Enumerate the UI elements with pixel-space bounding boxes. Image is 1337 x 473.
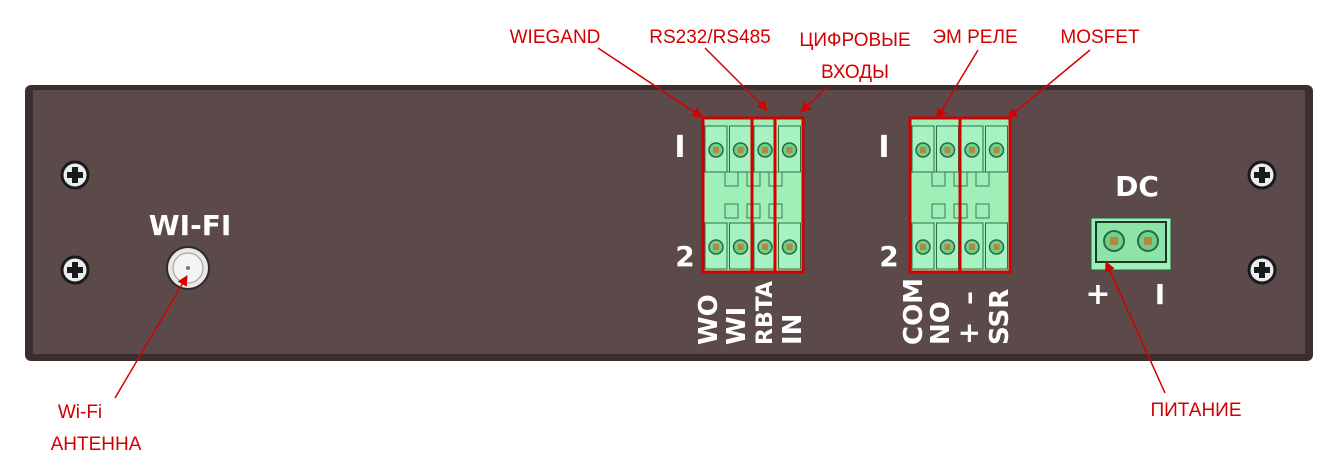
terminal-screw[interactable] — [936, 222, 959, 270]
label-no: NO — [926, 301, 956, 345]
label-wi: WI — [722, 307, 752, 345]
terminal-screw[interactable] — [960, 125, 984, 173]
terminal-screw[interactable] — [704, 222, 728, 270]
wiegand-arrow — [597, 47, 703, 118]
terminal-screw[interactable] — [753, 125, 777, 173]
callout-digital-2: ВХОДЫ — [821, 62, 889, 83]
callout-wifi-2: АНТЕННА — [51, 434, 142, 455]
dc-plus-label: + — [1085, 277, 1110, 312]
dc-power-connector[interactable] — [1090, 217, 1172, 271]
callout-digital-1: ЦИФРОВЫЕ — [799, 30, 910, 51]
terminal-screw[interactable] — [936, 125, 959, 173]
left-pin2-label: 2 — [675, 240, 694, 273]
power-arrow — [1105, 261, 1166, 394]
callout-relay: ЭМ РЕЛЕ — [932, 27, 1017, 48]
wifi-label: WI-FI — [149, 209, 231, 242]
label-in: IN — [778, 314, 808, 345]
wifi-arrow — [114, 275, 188, 399]
terminal-screw[interactable] — [985, 222, 1008, 270]
terminal-screw[interactable] — [960, 222, 984, 270]
terminal-screw[interactable] — [911, 125, 935, 173]
relay-arrow — [936, 49, 979, 119]
left-pin1-label: I — [674, 130, 685, 165]
callout-power: ПИТАНИЕ — [1150, 400, 1241, 421]
label-plus: + — [952, 322, 985, 345]
label-com: COM — [899, 278, 929, 345]
mosfet-arrow — [1007, 49, 1091, 119]
digital-arrow — [800, 85, 829, 113]
callout-wifi-1: Wi-Fi — [58, 402, 102, 423]
callout-rs: RS232/RS485 — [649, 27, 770, 48]
label-wo: WO — [694, 294, 724, 345]
dc-minus-label: I — [1155, 278, 1165, 311]
label-minus: – — [952, 291, 985, 305]
right-pin2-label: 2 — [879, 240, 898, 273]
terminal-screw[interactable] — [778, 222, 801, 270]
label-ssr: SSR — [985, 289, 1015, 345]
terminal-screw[interactable] — [778, 125, 801, 173]
antenna-connector-icon[interactable] — [166, 246, 210, 290]
terminal-screw[interactable] — [753, 222, 777, 270]
right-pin1-label: I — [878, 130, 889, 165]
callout-mosfet: MOSFET — [1060, 27, 1140, 48]
screw-icon — [60, 160, 90, 190]
screw-icon — [1247, 160, 1277, 190]
rs-arrow — [704, 47, 768, 111]
terminal-screw[interactable] — [911, 222, 935, 270]
label-rbta: RBTA — [753, 281, 778, 345]
screw-icon — [60, 255, 90, 285]
terminal-screw[interactable] — [704, 125, 728, 173]
right-terminal-block[interactable] — [908, 116, 1012, 274]
terminal-screw[interactable] — [729, 125, 752, 173]
callout-wiegand: WIEGAND — [510, 27, 601, 48]
screw-icon — [1247, 255, 1277, 285]
dc-label: DC — [1115, 170, 1159, 203]
left-terminal-block[interactable] — [701, 116, 805, 274]
terminal-screw[interactable] — [729, 222, 752, 270]
terminal-screw[interactable] — [985, 125, 1008, 173]
